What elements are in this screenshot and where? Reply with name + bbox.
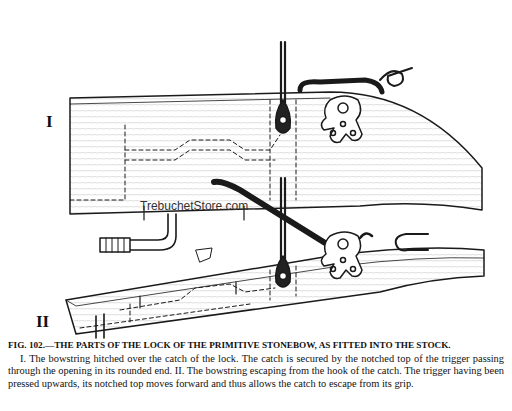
trigger-rod — [281, 42, 285, 108]
watermark: TrebuchetStore.com — [140, 199, 248, 213]
hidden-channel — [125, 150, 275, 160]
pivot-pin — [280, 117, 287, 124]
trigger-head — [276, 100, 291, 133]
grip-rings — [106, 238, 124, 252]
stock — [70, 92, 482, 214]
trigger-lever — [96, 314, 104, 338]
pivot-pin — [280, 273, 287, 280]
stock-edge — [70, 98, 330, 104]
figure-caption: I. The bowstring hitched over the catch … — [8, 353, 504, 390]
pin — [140, 282, 236, 308]
lever-tab — [196, 248, 212, 262]
catch-plate — [321, 96, 362, 142]
hidden-channel — [70, 125, 125, 200]
figure-number: II — [36, 312, 49, 332]
catch-pivot — [338, 103, 348, 113]
catch-pivot — [338, 239, 348, 249]
screw — [351, 267, 356, 272]
hidden-channel — [125, 135, 280, 150]
screw — [341, 258, 346, 263]
catch-plate — [321, 232, 362, 278]
lever-grip — [100, 238, 130, 252]
hidden-channel — [120, 284, 275, 310]
screw — [351, 131, 356, 136]
screw — [331, 131, 336, 136]
bowstring-loop — [396, 234, 428, 250]
screw — [331, 267, 336, 272]
stock-edge — [66, 258, 484, 306]
catch-arm — [214, 182, 330, 246]
trigger-lever — [130, 214, 176, 250]
catch-hook — [360, 233, 372, 238]
figure-number: I — [46, 112, 53, 132]
figure-caption-heading: FIG. 102.—THE PARTS OF THE LOCK OF THE P… — [8, 339, 504, 351]
hidden-channel — [80, 304, 250, 328]
stock — [66, 248, 484, 334]
hidden-channel — [270, 100, 296, 200]
trigger-head — [276, 256, 291, 287]
screw — [341, 122, 346, 127]
bowstring-knot — [380, 68, 412, 86]
catch-arm — [300, 80, 382, 92]
